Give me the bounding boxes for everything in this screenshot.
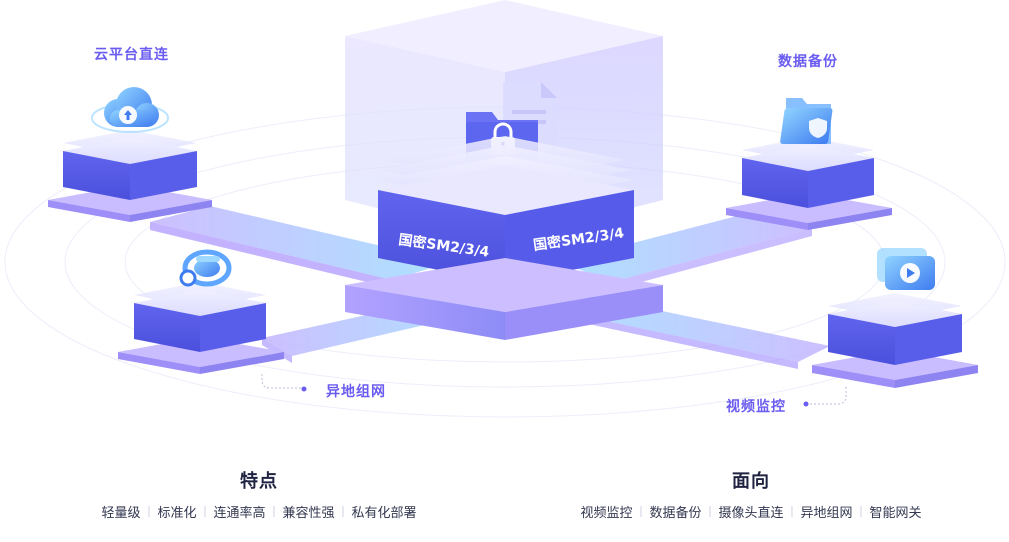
label-cloud: 云平台直连 — [94, 47, 169, 63]
feature-tag: 私有化部署 — [351, 506, 417, 521]
video-play-icon — [877, 248, 935, 290]
feature-tag: 轻量级 — [101, 506, 141, 521]
leader-dot-network — [301, 386, 307, 392]
feature-tag: 连通率高 — [213, 506, 266, 521]
label-network: 异地组网 — [326, 384, 386, 400]
target-tag: 异地组网 — [800, 506, 853, 521]
target-tag: 智能网关 — [869, 506, 922, 521]
center-cube: 国密SM2/3/4 国密SM2/3/4 — [378, 165, 634, 283]
network-node-icon — [179, 249, 232, 287]
target-tag: 摄像头直连 — [718, 506, 784, 521]
center-base — [345, 258, 663, 340]
node-backup — [726, 137, 892, 230]
targets-title: 面向 — [732, 471, 770, 492]
label-video: 视频监控 — [726, 399, 786, 415]
feature-tag: 标准化 — [157, 506, 197, 521]
tag-separator — [273, 506, 275, 517]
shield-folder-icon — [780, 98, 833, 144]
label-backup: 数据备份 — [778, 54, 838, 70]
tag-separator — [640, 506, 642, 517]
tag-separator — [204, 506, 206, 517]
node-network — [118, 282, 284, 374]
tag-separator — [342, 506, 344, 517]
tag-separator — [860, 506, 862, 517]
target-tag: 数据备份 — [649, 506, 702, 521]
features-list: 轻量级 标准化 连通率高 兼容性强 私有化部署 — [101, 502, 417, 521]
node-video — [812, 293, 978, 388]
node-cloud — [48, 130, 212, 222]
tag-separator — [791, 506, 793, 517]
feature-tag: 兼容性强 — [282, 506, 335, 521]
leader-lines — [261, 374, 847, 405]
tag-separator — [148, 506, 150, 517]
cloud-upload-icon — [91, 87, 169, 133]
leader-dot-video — [803, 401, 809, 407]
targets-list: 视频监控 数据备份 摄像头直连 异地组网 智能网关 — [580, 502, 922, 521]
tag-separator — [709, 506, 711, 517]
features-title: 特点 — [240, 471, 278, 492]
target-tag: 视频监控 — [580, 506, 633, 521]
